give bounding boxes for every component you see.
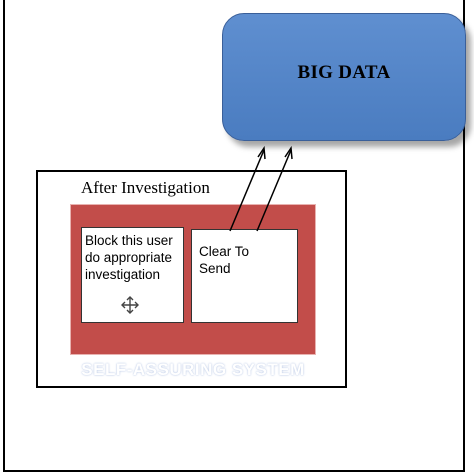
big-data-node: BIG DATA — [222, 13, 466, 141]
block-user-card: Block this user do appropriate investiga… — [81, 227, 184, 323]
outer-frame — [3, 0, 465, 472]
big-data-label: BIG DATA — [297, 62, 391, 83]
self-assuring-system-label: SELF-ASSURING SYSTEM — [81, 360, 305, 379]
clear-to-send-text: Clear To Send — [199, 244, 250, 276]
investigation-title: After Investigation — [81, 178, 210, 197]
move-icon — [121, 296, 139, 314]
clear-to-send-card: Clear To Send — [191, 229, 298, 323]
block-user-text: Block this user do appropriate investiga… — [85, 233, 173, 282]
